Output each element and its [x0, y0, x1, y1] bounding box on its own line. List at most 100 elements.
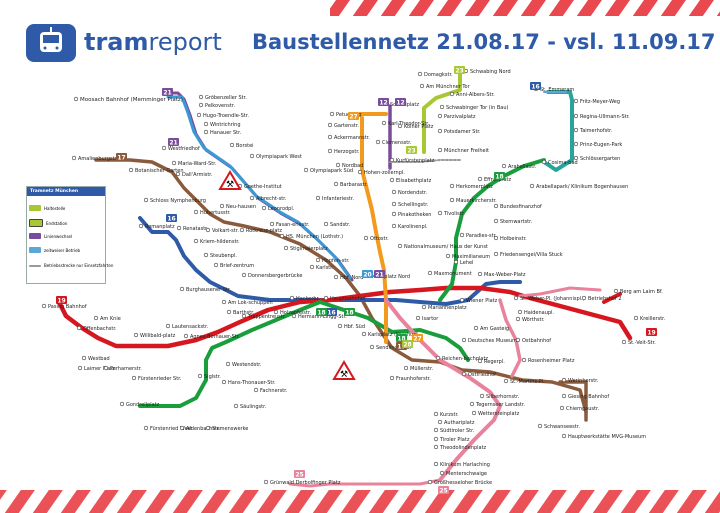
station-dot	[41, 303, 47, 309]
svg-text:12: 12	[379, 99, 387, 106]
station-dot	[391, 201, 397, 207]
line-badge-23: 23	[406, 146, 417, 154]
station-dot	[119, 401, 125, 407]
station-dot	[203, 252, 209, 258]
station-label: Fürstenrieder Str.	[138, 376, 182, 382]
station-dot	[219, 203, 225, 209]
station-dot	[291, 313, 297, 319]
station-label: Schellingstr.	[398, 202, 429, 208]
station-dot	[459, 232, 465, 238]
station-dot	[176, 225, 182, 231]
station-dot	[561, 433, 567, 439]
station-label: Hubertusstr.	[200, 210, 231, 216]
station-label: Olympiapark West	[256, 154, 302, 160]
station-dot	[521, 357, 527, 363]
station-dot	[517, 309, 523, 315]
station-dot	[461, 371, 467, 377]
station-dot	[449, 197, 455, 203]
station-label: Taimerhofstr.	[579, 128, 613, 134]
station-label: Mauerkircherstr.	[456, 198, 497, 204]
station-label: Isartor	[422, 316, 439, 322]
station-label: Borstei	[236, 143, 254, 149]
station-label: Fürstenried West	[150, 426, 192, 432]
station-dot	[323, 295, 329, 301]
station-dot	[143, 425, 149, 431]
station-dot	[73, 96, 79, 102]
station-label: Holbeinstr.	[500, 236, 527, 242]
station-dot	[253, 387, 259, 393]
station-label: Paradies-str.	[466, 233, 497, 239]
station-label: Hermann-Lingg-Str.	[298, 314, 347, 320]
station-dot	[171, 160, 177, 166]
station-label: Goethe-Institut	[244, 184, 282, 190]
station-dot	[573, 113, 579, 119]
station-label: Neu-hausen	[226, 204, 256, 210]
station-label: Regina-Ullmann-Str.	[580, 114, 630, 120]
station-label: Chiemgaustr.	[566, 406, 600, 412]
station-label: Arabellastr.	[508, 164, 537, 170]
station-dot	[515, 337, 521, 343]
station-dot	[205, 425, 211, 431]
line-badge-17: 17	[116, 153, 127, 161]
station-label: Herzogstr.	[334, 149, 360, 155]
station-label: Hbf. Nord	[340, 275, 363, 281]
station-label: Karlsplatz (Stachus)	[368, 332, 418, 338]
tram-logo-icon	[26, 24, 76, 62]
station-dot	[453, 259, 459, 265]
svg-text:19: 19	[57, 297, 65, 304]
station-dot	[449, 91, 455, 97]
legend-item: Linienwechsel	[29, 233, 72, 239]
brand-logo: tramreport	[84, 28, 222, 56]
legend-item: Endstation	[29, 219, 67, 227]
construction-sign-icon: ⚒	[332, 360, 356, 380]
station-dot	[391, 189, 397, 195]
line-19-route	[57, 285, 633, 349]
station-dot	[573, 155, 579, 161]
station-label: Mariannenplatz	[428, 305, 467, 311]
station-label: Schloss Nymphenburg	[150, 198, 206, 204]
station-dot	[261, 205, 267, 211]
station-dot	[193, 238, 199, 244]
station-dot	[273, 309, 279, 315]
line-18c-route	[438, 158, 546, 302]
station-label: Schwabing Nord	[470, 69, 511, 75]
station-dot	[179, 425, 185, 431]
station-label: Ottostr.	[370, 236, 389, 242]
station-label: Haidenaupl.	[524, 310, 554, 316]
station-label: Agnes-Bernauer-Str.	[190, 334, 240, 340]
station-label: Am Knie	[100, 316, 121, 322]
station-label: Hauptbahnhof	[330, 296, 366, 302]
station-label: Am Lok-schuppen	[228, 300, 273, 306]
station-dot	[289, 295, 295, 301]
station-dot	[361, 331, 367, 337]
station-label: Reichen-bachplatz	[442, 356, 488, 362]
station-dot	[613, 288, 619, 294]
station-label: Deutsches Museum	[468, 338, 517, 344]
station-dot	[493, 218, 499, 224]
station-label: Barthstr.	[233, 310, 255, 316]
station-dot	[417, 71, 423, 77]
svg-text:16: 16	[167, 215, 175, 222]
station-dot	[225, 361, 231, 367]
station-label: Maximilianeum	[452, 254, 490, 260]
station-dot	[71, 155, 77, 161]
station-dot	[221, 299, 227, 305]
station-label: Stiglmaierplatz	[290, 246, 328, 252]
line-23b-route	[389, 159, 461, 163]
station-label: Hbf. Süd	[344, 324, 365, 330]
station-dot	[435, 355, 441, 361]
legend-item: zeitweiser Betrieb	[29, 247, 80, 253]
station-label: Trappentreustr.	[247, 314, 286, 320]
line-badge-21: 21	[162, 88, 173, 96]
station-dot	[233, 403, 239, 409]
station-label: Hohen-zollernpl.	[364, 170, 405, 176]
station-label: Nordendstr.	[398, 190, 428, 196]
station-dot	[389, 375, 395, 381]
line-badge-27: 27	[412, 334, 423, 342]
station-label: Offenbachstr.	[83, 326, 117, 332]
line-19b-route	[602, 292, 622, 304]
station-dot	[427, 479, 433, 485]
station-label: Silberhornstr.	[486, 394, 520, 400]
station-label: Burghausener Str.	[186, 287, 231, 293]
